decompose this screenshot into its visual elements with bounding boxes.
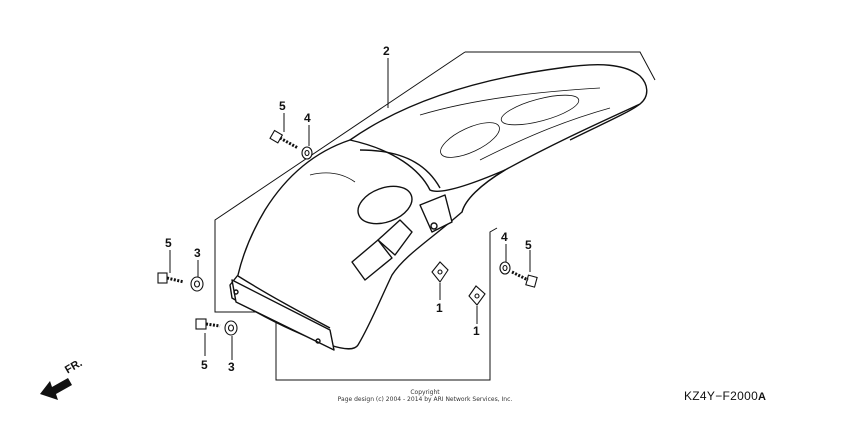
rear-fender — [229, 64, 648, 351]
bolt-bottom — [195, 318, 221, 330]
callout-part-5-right[interactable]: 5 — [525, 238, 532, 252]
front-arrow-icon — [40, 378, 72, 400]
callout-part-4-top[interactable]: 4 — [304, 111, 311, 125]
clip-nut-a — [431, 261, 449, 283]
diagram-code: KZ4Y−F2000A — [684, 389, 766, 403]
bolt-left — [157, 272, 185, 284]
callout-part-3-bottom[interactable]: 3 — [228, 360, 235, 374]
callout-part-2[interactable]: 2 — [383, 44, 390, 58]
callout-part-4-right[interactable]: 4 — [501, 230, 508, 244]
washer-top — [301, 146, 313, 160]
bolt-right — [511, 270, 538, 288]
diagram-code-main: KZ4Y−F2000 — [684, 389, 759, 403]
copyright-notice: Page design (c) 2004 - 2014 by ARI Netwo… — [337, 396, 513, 403]
clip-nut-b — [468, 285, 486, 306]
collar-left — [190, 276, 204, 292]
leader-lines — [169, 58, 531, 360]
bolt-top — [269, 129, 299, 150]
diagram-code-suffix: A — [758, 391, 767, 403]
callout-part-1-b[interactable]: 1 — [473, 324, 480, 338]
callout-part-5-left[interactable]: 5 — [165, 236, 172, 250]
callout-part-1-a[interactable]: 1 — [436, 301, 443, 315]
exploded-view-frame — [214, 51, 656, 381]
callout-part-5-bottom[interactable]: 5 — [201, 358, 208, 372]
collar-bottom — [224, 320, 238, 336]
copyright-title: Copyright — [410, 389, 440, 396]
callout-part-3-left[interactable]: 3 — [194, 246, 201, 260]
washer-right — [499, 261, 511, 275]
callout-part-5-top[interactable]: 5 — [279, 99, 286, 113]
